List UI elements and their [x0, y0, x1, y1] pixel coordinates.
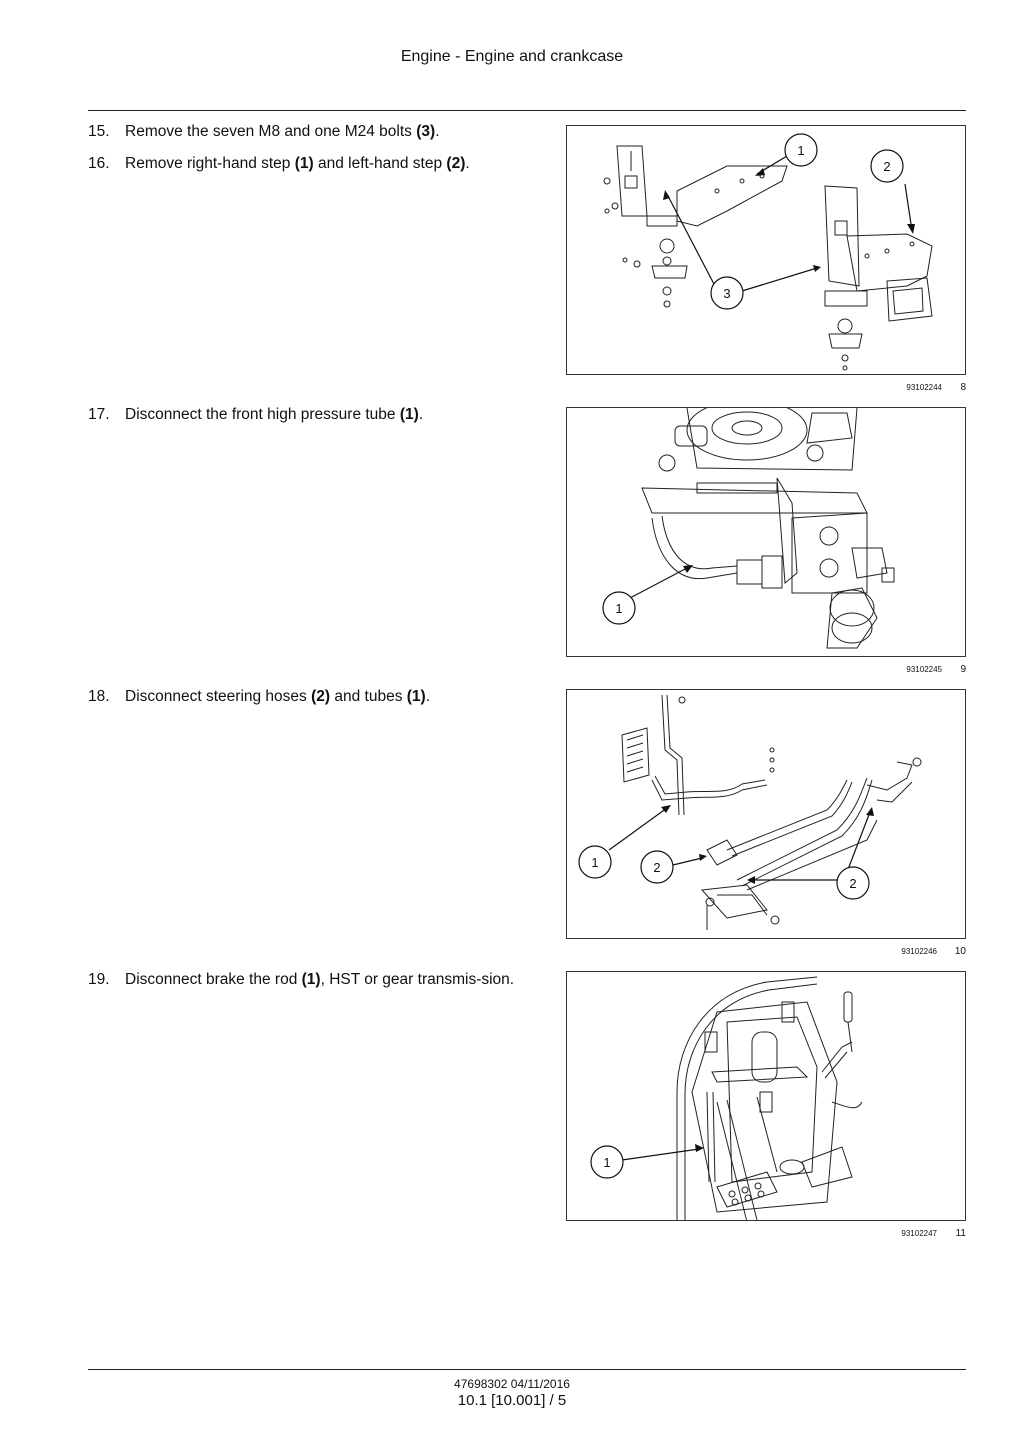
figure-id: 93102244: [906, 383, 942, 392]
figure-steps-removal: 1 2 3: [566, 125, 966, 375]
step-text: Remove the seven M8 and one M24 bolts (3…: [125, 123, 440, 140]
step-text: Disconnect steering hoses (2) and tubes …: [125, 688, 431, 705]
step-19: 19. Disconnect brake the rod (1), HST or…: [88, 970, 538, 990]
step-number: 16.: [88, 155, 110, 172]
callout-label: 2: [883, 159, 890, 174]
step-number: 17.: [88, 406, 110, 423]
figure-brake-rod: 1: [566, 971, 966, 1221]
figure-number: 9: [960, 664, 966, 675]
figure-id: 93102247: [901, 1229, 937, 1238]
callout-label: 2: [653, 860, 660, 875]
header-rule: [88, 110, 966, 111]
steps-exploded-drawing: 1 2 3: [603, 133, 933, 371]
step-18: 18. Disconnect steering hoses (2) and tu…: [88, 687, 548, 707]
step-number: 19.: [88, 971, 110, 988]
high-pressure-tube-drawing: 1: [602, 408, 895, 649]
figure-steering-hoses: 1 2 2: [566, 689, 966, 939]
footer-page-number: 10.1 [10.001] / 5: [457, 1392, 567, 1409]
step-16: 16. Remove right-hand step (1) and left-…: [88, 154, 548, 174]
callout-label: 2: [849, 876, 856, 891]
step-15: 15. Remove the seven M8 and one M24 bolt…: [88, 122, 548, 142]
step-17: 17. Disconnect the front high pressure t…: [88, 405, 548, 425]
callout-label: 1: [797, 143, 804, 158]
page-header-title: Engine - Engine and crankcase: [400, 48, 624, 65]
brake-rod-drawing: 1: [590, 976, 863, 1220]
footer-document-id: 47698302 04/11/2016: [454, 1377, 570, 1391]
figure-number: 10: [954, 946, 966, 957]
callout-label: 1: [615, 601, 622, 616]
step-number: 18.: [88, 688, 110, 705]
figure-high-pressure-tube: 1: [566, 407, 966, 657]
figure-number: 11: [955, 1228, 966, 1239]
callout-label: 1: [591, 855, 598, 870]
step-number: 15.: [88, 123, 110, 140]
step-text: Disconnect brake the rod (1), HST or gea…: [125, 971, 515, 988]
callout-label: 3: [723, 286, 730, 301]
step-text: Disconnect the front high pressure tube …: [125, 406, 424, 423]
step-text: Remove right-hand step (1) and left-hand…: [125, 155, 470, 172]
figure-id: 93102245: [906, 665, 942, 674]
figure-number: 8: [960, 382, 966, 393]
footer-rule: [88, 1369, 966, 1370]
figure-id: 93102246: [901, 947, 937, 956]
callout-label: 1: [603, 1155, 610, 1170]
steering-hoses-drawing: 1 2 2: [578, 694, 922, 930]
